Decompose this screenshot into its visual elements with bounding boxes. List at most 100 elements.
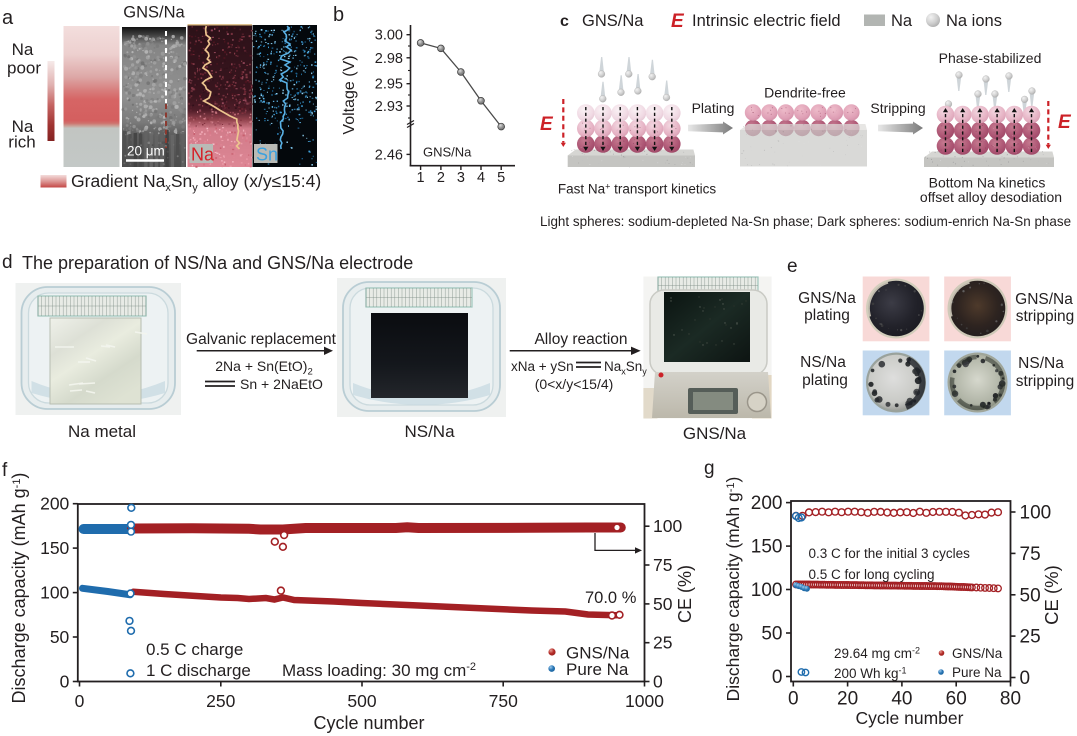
- svg-text:c: c: [560, 13, 569, 30]
- svg-text:50: 50: [1020, 585, 1041, 606]
- svg-text:NS/Na: NS/Na: [1018, 355, 1064, 372]
- svg-text:g: g: [704, 458, 715, 479]
- svg-text:Na: Na: [12, 117, 34, 136]
- svg-text:20 μm: 20 μm: [127, 144, 165, 159]
- svg-text:60: 60: [946, 689, 967, 710]
- svg-text:Na ions: Na ions: [946, 12, 1002, 30]
- svg-text:d: d: [2, 252, 13, 273]
- svg-text:5: 5: [497, 170, 505, 186]
- svg-text:Discharge capacity (mAh g-1): Discharge capacity (mAh g-1): [723, 477, 743, 702]
- svg-text:a: a: [2, 7, 14, 29]
- svg-text:plating: plating: [804, 307, 850, 324]
- svg-text:GNS/Na: GNS/Na: [798, 290, 856, 307]
- svg-text:Dendrite-free: Dendrite-free: [764, 85, 846, 101]
- svg-text:Na: Na: [191, 145, 215, 165]
- svg-text:rich: rich: [8, 133, 35, 152]
- svg-text:Cycle number: Cycle number: [856, 708, 964, 728]
- svg-text:4: 4: [477, 170, 485, 186]
- svg-text:GNS/Na: GNS/Na: [123, 4, 185, 22]
- svg-text:2.98: 2.98: [375, 51, 403, 67]
- svg-text:offset alloy desodiation: offset alloy desodiation: [920, 189, 1062, 205]
- svg-text:0: 0: [1020, 668, 1031, 689]
- svg-text:0: 0: [772, 667, 783, 688]
- svg-text:250: 250: [206, 691, 235, 711]
- svg-text:Discharge capacity (mAh g-1): Discharge capacity (mAh g-1): [9, 473, 29, 704]
- svg-text:200 Wh kg-1: 200 Wh kg-1: [834, 666, 907, 682]
- svg-text:(0<x/y<15/4): (0<x/y<15/4): [535, 376, 614, 392]
- svg-text:750: 750: [489, 691, 518, 711]
- svg-text:40: 40: [891, 689, 912, 710]
- svg-text:E: E: [1058, 112, 1072, 133]
- svg-text:0: 0: [60, 672, 70, 692]
- svg-text:Fast Na+ transport kinetics: Fast Na+ transport kinetics: [558, 182, 717, 197]
- svg-text:CE (%): CE (%): [675, 565, 695, 623]
- svg-text:100: 100: [1020, 503, 1052, 524]
- svg-text:f: f: [2, 460, 8, 481]
- svg-text:80: 80: [1000, 689, 1021, 710]
- svg-text:Pure Na: Pure Na: [952, 665, 1002, 680]
- svg-text:200: 200: [751, 493, 783, 514]
- svg-text:150: 150: [40, 538, 69, 558]
- svg-text:Na metal: Na metal: [68, 422, 136, 441]
- svg-text:xNa + ySn: xNa + ySn: [511, 359, 574, 374]
- svg-text:CE (%): CE (%): [1041, 565, 1062, 625]
- svg-text:70.0 %: 70.0 %: [585, 589, 637, 607]
- svg-text:3: 3: [457, 170, 465, 186]
- svg-text:E: E: [671, 11, 685, 32]
- svg-text:29.64 mg cm-2: 29.64 mg cm-2: [834, 646, 920, 662]
- svg-text:50: 50: [50, 627, 70, 647]
- svg-text:1: 1: [417, 170, 425, 186]
- svg-text:NaxSny: NaxSny: [604, 359, 647, 377]
- svg-text:Plating: Plating: [692, 100, 735, 116]
- svg-text:1 C discharge: 1 C discharge: [146, 661, 251, 680]
- svg-text:100: 100: [751, 580, 783, 601]
- svg-text:Na: Na: [891, 12, 913, 30]
- svg-text:stripping: stripping: [1016, 308, 1075, 325]
- svg-text:Phase-stabilized: Phase-stabilized: [939, 50, 1042, 66]
- svg-text:NS/Na: NS/Na: [404, 422, 455, 441]
- svg-text:GNS/Na: GNS/Na: [566, 644, 630, 663]
- svg-text:25: 25: [1020, 627, 1041, 648]
- svg-text:50: 50: [653, 594, 673, 614]
- svg-text:NS/Na: NS/Na: [800, 354, 846, 371]
- svg-text:E: E: [540, 114, 554, 135]
- svg-text:Alloy reaction: Alloy reaction: [534, 331, 627, 348]
- svg-text:Galvanic replacement: Galvanic replacement: [186, 331, 337, 348]
- svg-text:GNS/Na: GNS/Na: [582, 12, 644, 30]
- svg-text:100: 100: [40, 583, 69, 603]
- svg-text:Stripping: Stripping: [870, 100, 925, 116]
- svg-text:Intrinsic electric field: Intrinsic electric field: [692, 12, 841, 30]
- svg-text:GNS/Na: GNS/Na: [1015, 291, 1073, 308]
- svg-text:Na: Na: [12, 40, 34, 59]
- svg-text:Mass loading: 30 mg cm-2: Mass loading: 30 mg cm-2: [282, 661, 476, 680]
- svg-text:1000: 1000: [625, 691, 664, 711]
- svg-text:100: 100: [653, 516, 682, 536]
- svg-text:Bottom Na kinetics: Bottom Na kinetics: [929, 175, 1046, 191]
- svg-text:0: 0: [653, 672, 663, 692]
- svg-text:Cycle number: Cycle number: [313, 713, 424, 733]
- svg-text:3.00: 3.00: [375, 28, 403, 44]
- svg-text:2Na + Sn(EtO)2: 2Na + Sn(EtO)2: [215, 358, 313, 378]
- svg-text:50: 50: [761, 624, 782, 645]
- svg-text:75: 75: [1020, 544, 1041, 565]
- svg-text:0.5 C charge: 0.5 C charge: [146, 640, 243, 659]
- svg-text:Gradient NaxSny alloy (x/y≤15:: Gradient NaxSny alloy (x/y≤15:4): [71, 171, 321, 194]
- svg-text:500: 500: [347, 691, 376, 711]
- svg-text:150: 150: [751, 537, 783, 558]
- svg-text:plating: plating: [802, 372, 848, 389]
- svg-text:200: 200: [40, 494, 69, 514]
- svg-text:GNS/Na: GNS/Na: [683, 424, 747, 443]
- svg-text:0: 0: [75, 691, 85, 711]
- svg-text:Light spheres: sodium-depleted: Light spheres: sodium-depleted Na-Sn pha…: [540, 214, 1071, 229]
- svg-text:b: b: [333, 4, 344, 26]
- svg-text:0: 0: [788, 689, 799, 710]
- svg-text:The preparation of NS/Na and G: The preparation of NS/Na and GNS/Na elec…: [22, 253, 413, 273]
- svg-text:Sn: Sn: [256, 145, 278, 165]
- svg-text:2.95: 2.95: [375, 77, 403, 93]
- svg-text:Sn + 2NaEtO: Sn + 2NaEtO: [240, 376, 323, 392]
- svg-text:stripping: stripping: [1016, 373, 1075, 390]
- svg-text:0.3 C for the initial 3 cycles: 0.3 C for the initial 3 cycles: [809, 546, 971, 561]
- svg-text:2.46: 2.46: [375, 147, 403, 163]
- svg-text:2: 2: [437, 170, 445, 186]
- svg-text:GNS/Na: GNS/Na: [952, 646, 1003, 661]
